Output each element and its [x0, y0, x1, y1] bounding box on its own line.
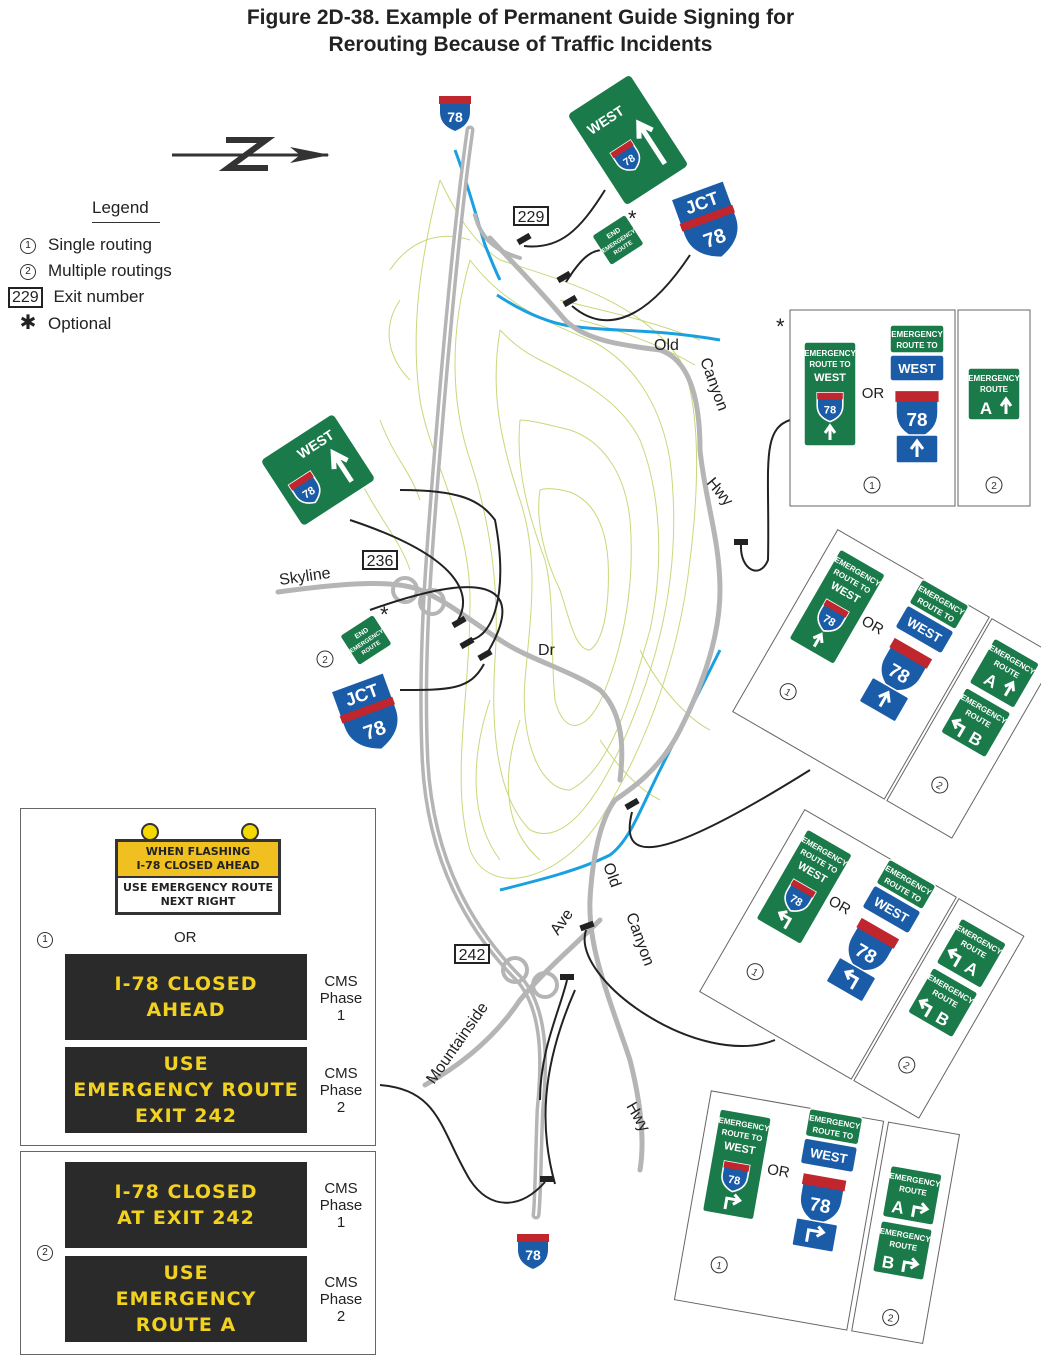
sign-panel-1: * EMERGENCY ROUTE TO WEST 78 OR EMERGENC… [776, 309, 1031, 507]
west-guide-sign-middle: WEST 78 [260, 413, 376, 527]
sign-post-markers [451, 232, 748, 1182]
cms-message-phase1: I-78 CLOSED AHEAD [65, 954, 307, 1040]
optional-asterisk-2: * [380, 602, 389, 627]
north-arrow-icon [172, 137, 330, 171]
or-label: OR [862, 385, 885, 402]
svg-text:2: 2 [901, 1060, 912, 1073]
road-label-canyon-2: Canyon [622, 911, 657, 969]
circle-number-icon: 1 [20, 237, 36, 254]
warn-top-line1: WHEN FLASHING [145, 845, 251, 858]
legend-multiple-label: Multiple routings [48, 261, 172, 280]
legend-underline [92, 222, 160, 223]
svg-text:78: 78 [906, 410, 927, 431]
warn-top-line2: I-78 CLOSED AHEAD [136, 859, 260, 872]
cms-phase2-label: CMS Phase 2 [319, 1274, 363, 1325]
cms-message-phase2: USE EMERGENCY ROUTE A [65, 1256, 307, 1342]
jct-78-sign-top: JCT 78 [669, 179, 740, 259]
cms-phase2-label: CMS Phase 2 [319, 1065, 363, 1116]
svg-text:1: 1 [869, 481, 875, 492]
svg-text:ROUTE TO: ROUTE TO [896, 341, 937, 350]
svg-text:A: A [890, 1197, 905, 1218]
svg-text:78: 78 [820, 613, 837, 630]
legend-row-single: 1 Single routing [8, 234, 152, 256]
sign-panel-4: EMERGENCY ROUTE TO WEST 78 OR EMERGENCY … [673, 1090, 961, 1344]
flashing-warning-sign: WHEN FLASHING I-78 CLOSED AHEAD USE EMER… [115, 839, 281, 915]
svg-text:WEST: WEST [814, 372, 846, 384]
svg-text:1: 1 [782, 687, 793, 700]
svg-text:78: 78 [824, 405, 836, 417]
sign-panel-2: EMERGENCY ROUTE TO WEST 78 OR EMERGENCY … [732, 529, 1041, 839]
road-label-dr: Dr [538, 642, 556, 659]
svg-text:78: 78 [808, 1194, 832, 1218]
warn-bottom-line2: NEXT RIGHT [160, 895, 236, 908]
road-label-old: Old [654, 337, 679, 354]
figure-title-line1: Figure 2D-38. Example of Permanent Guide… [246, 6, 795, 29]
end-emergency-route-sign-middle: END EMERGENCY ROUTE [339, 614, 393, 666]
jct-78-sign-middle: JCT 78 [329, 671, 400, 751]
legend-row-optional: ✱ Optional [8, 312, 112, 334]
warn-bottom-line1: USE EMERGENCY ROUTE [122, 881, 274, 894]
leader-lines [349, 189, 811, 1204]
exit-236-label: 236 [367, 553, 394, 570]
svg-text:ROUTE TO: ROUTE TO [809, 360, 850, 369]
west-guide-sign-top: WEST 78 [567, 74, 689, 206]
svg-text:WEST: WEST [809, 1145, 849, 1166]
cms-panel-single-routing: WHEN FLASHING I-78 CLOSED AHEAD USE EMER… [20, 808, 376, 1146]
svg-text:B: B [880, 1252, 895, 1273]
sign-panel-3: EMERGENCY ROUTE TO WEST 78 OR EMERGENCY … [699, 809, 1025, 1119]
svg-text:WEST: WEST [723, 1140, 757, 1157]
legend-exit-label: Exit number [53, 287, 145, 306]
cms-phase1-label: CMS Phase 1 [319, 1180, 363, 1231]
exit-number-box: 229 [8, 287, 43, 308]
svg-text:OR: OR [766, 1161, 791, 1182]
road-label-hwy-2: Hwy [623, 1100, 653, 1135]
road-label-old-2: Old [599, 861, 623, 890]
svg-text:2: 2 [934, 780, 945, 793]
cms-phase1-label: CMS Phase 1 [319, 973, 363, 1024]
svg-text:78: 78 [301, 485, 318, 502]
svg-text:A: A [980, 399, 992, 418]
or-label: OR [174, 929, 197, 946]
svg-text:78: 78 [727, 1174, 741, 1188]
svg-text:EMERGENCY: EMERGENCY [804, 349, 856, 358]
svg-text:ROUTE: ROUTE [980, 385, 1009, 394]
legend-single-label: Single routing [48, 235, 152, 254]
interstate-78-shield-bottom: 78 [516, 1233, 550, 1271]
svg-text:1: 1 [749, 967, 760, 980]
svg-text:WEST: WEST [898, 361, 936, 376]
routing-number-2: 2 [37, 1244, 53, 1261]
exit-229-label: 229 [518, 209, 545, 226]
exit-242-label: 242 [459, 947, 486, 964]
multiple-routing-number: 2 [322, 655, 328, 666]
asterisk-icon: ✱ [19, 312, 37, 334]
end-emergency-route-sign-top: END EMERGENCY ROUTE [591, 214, 645, 266]
road-label-canyon: Canyon [696, 356, 731, 414]
svg-text:EMERGENCY: EMERGENCY [891, 330, 943, 339]
svg-text:78: 78 [447, 109, 463, 125]
svg-text:1: 1 [715, 1260, 723, 1272]
cms-panel-multiple-routing: 2 I-78 CLOSED AT EXIT 242 CMS Phase 1 US… [20, 1151, 376, 1355]
road-label-ave: Ave [547, 906, 577, 938]
figure-title-line2: Rerouting Because of Traffic Incidents [328, 33, 713, 56]
svg-text:EMERGENCY: EMERGENCY [968, 374, 1020, 383]
svg-text:78: 78 [621, 152, 637, 169]
svg-text:2: 2 [887, 1313, 895, 1325]
legend-optional-label: Optional [48, 314, 112, 333]
optional-asterisk-3: * [776, 314, 785, 339]
cms-message-phase1: I-78 CLOSED AT EXIT 242 [65, 1162, 307, 1248]
legend-row-exit: 229 Exit number [8, 286, 144, 308]
cms-message-phase2: USE EMERGENCY ROUTE EXIT 242 [65, 1047, 307, 1133]
svg-text:78: 78 [787, 893, 804, 910]
svg-text:2: 2 [991, 481, 997, 492]
legend-row-multiple: 2 Multiple routings [8, 260, 172, 282]
circle-number-icon: 2 [20, 263, 36, 280]
svg-text:78: 78 [525, 1247, 541, 1263]
legend-heading: Legend [92, 198, 149, 217]
routing-number-1: 1 [37, 931, 53, 948]
optional-asterisk: * [628, 206, 637, 231]
interstate-78-shield-top: 78 [438, 95, 472, 133]
